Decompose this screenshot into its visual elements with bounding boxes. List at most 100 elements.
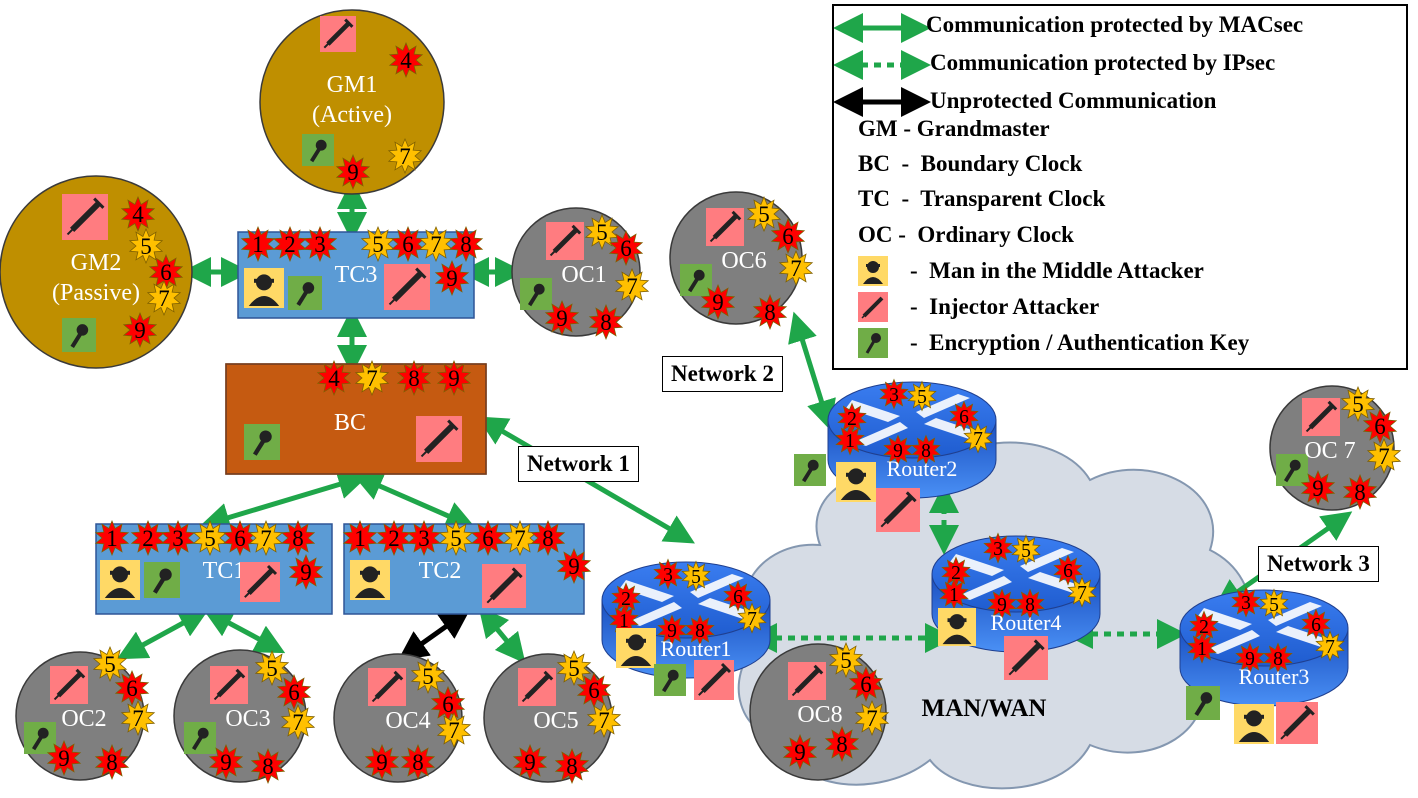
legend-injector-icon bbox=[858, 292, 888, 322]
injector-icon bbox=[1276, 702, 1318, 744]
attack-badge-6: 6 bbox=[114, 669, 150, 707]
attack-badge-8: 8 bbox=[250, 747, 286, 785]
attack-badge-number: 9 bbox=[134, 318, 146, 343]
attack-badge-number: 8 bbox=[1025, 595, 1035, 616]
attack-badge-7: 7 bbox=[854, 699, 890, 737]
attack-badge-6: 6 bbox=[1053, 554, 1083, 586]
attack-badge-7: 7 bbox=[120, 699, 156, 737]
attack-badge-5: 5 bbox=[556, 649, 592, 687]
attack-badge-4: 4 bbox=[388, 41, 424, 79]
attack-badge-number: 9 bbox=[568, 554, 580, 579]
injector-icon bbox=[482, 564, 526, 608]
attack-badge-1: 1 bbox=[94, 519, 130, 557]
attack-badge-number: 5 bbox=[1269, 595, 1279, 616]
attack-badge-number: 7 bbox=[747, 609, 757, 630]
legend-tc: TC - Transparent Clock bbox=[858, 186, 1106, 211]
key-icon bbox=[680, 264, 712, 296]
router1-node-title: Router1 bbox=[661, 636, 732, 661]
attack-badge-7: 7 bbox=[1067, 576, 1097, 608]
attack-badge-number: 6 bbox=[126, 676, 138, 701]
link-oc6-router2 bbox=[788, 311, 836, 431]
attack-badge-4: 4 bbox=[120, 195, 156, 233]
bc-node-title: BC bbox=[334, 410, 366, 436]
attack-badge-7: 7 bbox=[418, 225, 454, 263]
attack-badge-number: 7 bbox=[973, 429, 983, 450]
tc2-node-title: TC2 bbox=[419, 558, 462, 584]
attack-badge-number: 5 bbox=[758, 202, 770, 227]
attack-badge-number: 6 bbox=[402, 232, 414, 257]
attack-badge-3: 3 bbox=[160, 519, 196, 557]
gm1-node-title: GM1 bbox=[327, 72, 378, 98]
attack-badge-7: 7 bbox=[778, 249, 814, 287]
attack-badge-9: 9 bbox=[288, 553, 324, 591]
attack-badge-number: 5 bbox=[1021, 541, 1031, 562]
attack-badge-number: 9 bbox=[300, 560, 312, 585]
injector-icon bbox=[876, 488, 920, 532]
attack-badge-number: 4 bbox=[400, 48, 412, 73]
attack-badge-number: 5 bbox=[422, 664, 434, 689]
router3-node-arrows bbox=[1198, 602, 1330, 654]
attack-badge-number: 6 bbox=[442, 692, 454, 717]
attack-badge-number: 8 bbox=[292, 526, 304, 551]
mitm-attacker-icon bbox=[836, 462, 876, 502]
key-icon bbox=[1276, 454, 1308, 486]
attack-badge-number: 5 bbox=[840, 648, 852, 673]
attack-badge-number: 1 bbox=[619, 611, 629, 632]
attack-badge-7: 7 bbox=[387, 137, 423, 175]
attack-badge-9: 9 bbox=[544, 299, 580, 337]
links bbox=[116, 179, 1353, 664]
injector-icon bbox=[518, 668, 556, 706]
attack-badge-8: 8 bbox=[824, 725, 860, 763]
attack-badge-number: 2 bbox=[1199, 617, 1209, 638]
attack-badge-number: 6 bbox=[959, 407, 969, 428]
attack-badge-number: 7 bbox=[866, 706, 878, 731]
attack-badge-number: 5 bbox=[596, 220, 608, 245]
legend-bc: BC - Boundary Clock bbox=[858, 151, 1083, 176]
attack-badge-number: 8 bbox=[542, 526, 554, 551]
attack-badge-number: 6 bbox=[160, 260, 172, 285]
attack-badge-number: 7 bbox=[399, 144, 411, 169]
attack-badge-3: 3 bbox=[406, 519, 442, 557]
attack-badge-6: 6 bbox=[608, 229, 644, 267]
attack-badge-8: 8 bbox=[1342, 473, 1378, 511]
attack-badge-8: 8 bbox=[911, 434, 941, 466]
attack-badge-number: 8 bbox=[408, 366, 420, 391]
attack-badge-5: 5 bbox=[828, 641, 864, 679]
attack-badge-number: 2 bbox=[388, 526, 400, 551]
attack-badge-number: 7 bbox=[430, 232, 442, 257]
attack-badge-number: 1 bbox=[354, 526, 366, 551]
attack-badge-5: 5 bbox=[410, 657, 446, 695]
attack-badge-number: 7 bbox=[1325, 637, 1335, 658]
attack-badge-2: 2 bbox=[272, 225, 308, 263]
key-icon bbox=[794, 454, 826, 486]
attack-badge-number: 6 bbox=[782, 224, 794, 249]
attack-badge-number: 5 bbox=[372, 232, 384, 257]
attack-badge-number: 1 bbox=[252, 232, 264, 257]
router1-node-arrows bbox=[620, 574, 752, 626]
attack-badge-9: 9 bbox=[434, 259, 470, 297]
attack-badge-number: 6 bbox=[1311, 615, 1321, 636]
legend-gm: GM - Grandmaster bbox=[858, 116, 1050, 141]
link-tc2-oc5 bbox=[478, 606, 526, 664]
attack-badge-number: 3 bbox=[1241, 593, 1251, 614]
injector-icon bbox=[416, 416, 462, 462]
attack-badge-number: 9 bbox=[997, 595, 1007, 616]
attack-badge-9: 9 bbox=[512, 743, 548, 781]
attack-badge-number: 5 bbox=[140, 234, 152, 259]
mitm-attacker-icon bbox=[938, 608, 976, 646]
attack-badge-8: 8 bbox=[400, 743, 436, 781]
attack-badge-number: 4 bbox=[132, 202, 144, 227]
link-tc1-oc2 bbox=[116, 608, 210, 660]
legend-mitm: - Man in the Middle Attacker bbox=[910, 258, 1204, 283]
attack-badge-6: 6 bbox=[1301, 608, 1331, 640]
injector-icon bbox=[240, 562, 280, 602]
router4-node-title: Router4 bbox=[991, 610, 1062, 635]
network1-label: Network 1 bbox=[518, 446, 639, 482]
